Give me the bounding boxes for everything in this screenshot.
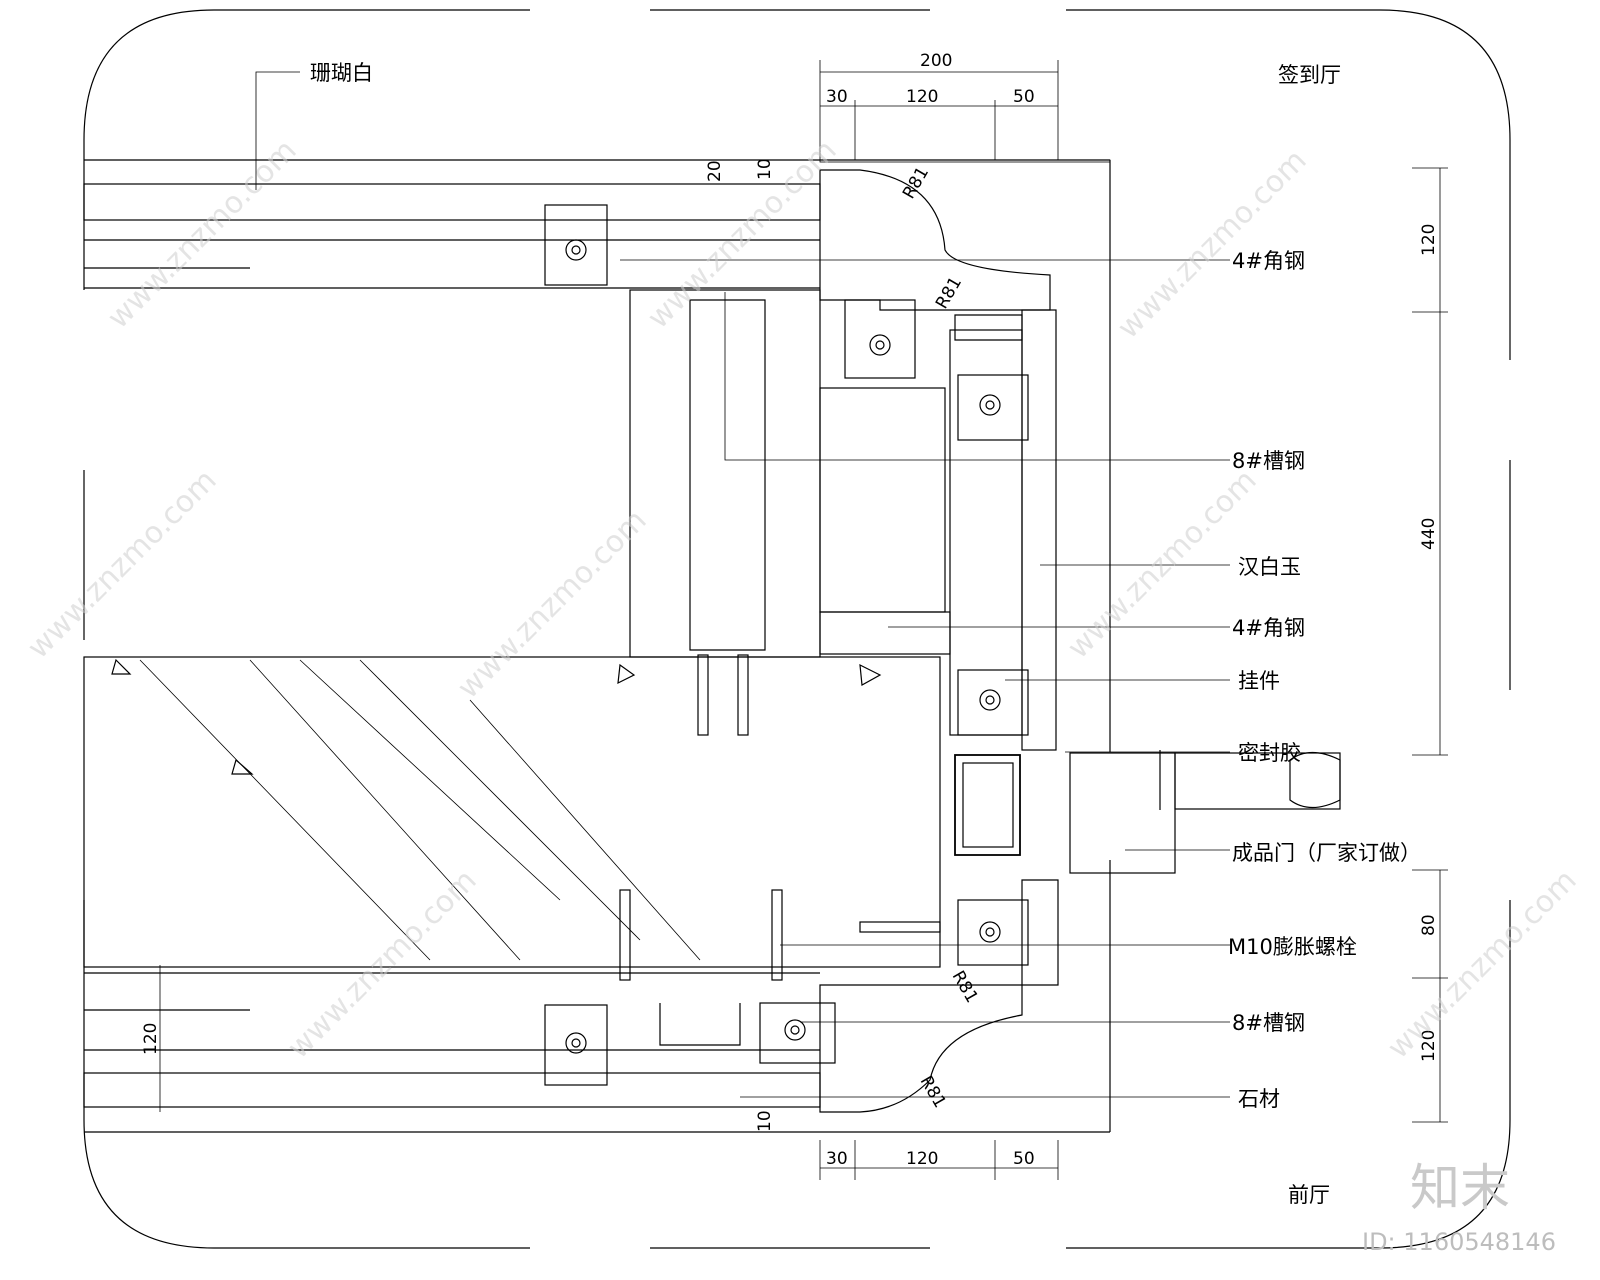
watermark-text-1: www.znzmo.com [101,133,304,336]
dim-top-total: 200 [920,51,952,71]
label-finished-door: 成品门（厂家订做） [1232,841,1421,865]
steel-profiles [949,314,1023,856]
finished-door [1069,750,1341,874]
id-watermark: ID: 1160548146 [1362,1228,1556,1256]
watermark-text-5: www.znzmo.com [451,503,654,706]
dim-small-10-bottom: 10 [755,1110,775,1132]
dim-bottom-30: 30 [826,1149,848,1169]
bracket-right-bottom [957,899,1029,966]
leader-lines [255,71,1230,1098]
dim-small-10-top: 10 [755,158,775,180]
dim-top-120: 120 [906,87,938,107]
label-sealant: 密封胶 [1238,741,1301,765]
dim-right [1412,167,1448,1123]
dim-right-120-top: 120 [1419,224,1439,256]
upper-channel-frame [629,289,951,658]
label-hanger: 挂件 [1238,669,1280,693]
label-expansion-bolt: M10膨胀螺栓 [1228,935,1357,959]
watermark-text-3: www.znzmo.com [1111,143,1314,346]
top-wall [83,159,821,289]
dim-top [819,60,1059,160]
anchor-bolts [619,654,941,981]
dim-bottom-120: 120 [906,1149,938,1169]
watermark-text-7: www.znzmo.com [281,863,484,1066]
label-han-white-jade: 汉白玉 [1238,555,1301,579]
bracket-top-left [544,204,608,286]
bracket-top-mid [844,299,916,379]
dim-top-30: 30 [826,87,848,107]
label-stone: 石材 [1238,1087,1280,1111]
dim-small-20: 20 [705,160,725,182]
label-front-hall: 前厅 [1288,1183,1330,1207]
bracket-right-upper [957,374,1029,441]
watermark-text-2: www.znzmo.com [641,133,844,336]
dim-left-120: 120 [141,1023,161,1055]
label-angle-steel-top: 4#角钢 [1232,249,1305,273]
radius-label-4: R81 [916,1073,950,1112]
bottom-wall [83,972,821,1133]
watermark-text-4: www.znzmo.com [21,463,224,666]
dim-bottom-50: 50 [1013,1149,1035,1169]
watermark-layer: www.znzmo.com www.znzmo.com www.znzmo.co… [21,133,1584,1066]
dim-right-80: 80 [1419,914,1439,936]
label-channel-steel-bottom: 8#槽钢 [1232,1011,1305,1035]
concrete-block [83,656,941,968]
label-sign-in-hall: 签到厅 [1278,63,1341,87]
stone-cladding [819,159,1111,1133]
label-coral-white: 珊瑚白 [310,61,373,85]
dim-bottom [819,1140,1059,1180]
radius-label-2: R81 [932,274,966,313]
radius-label-1: R81 [899,164,933,203]
dim-top-50: 50 [1013,87,1035,107]
radius-label-3: R81 [948,968,982,1007]
dim-right-440: 440 [1419,518,1439,550]
watermark-text-8: www.znzmo.com [1381,863,1584,1066]
dim-right-120-bottom: 120 [1419,1030,1439,1062]
bracket-bottom-mid [544,1002,836,1086]
label-angle-steel-mid: 4#角钢 [1232,616,1305,640]
label-channel-steel-top: 8#槽钢 [1232,449,1305,473]
bracket-right-lower [957,669,1029,736]
frame-border [83,9,1511,1249]
brand-watermark: 知末 [1410,1159,1510,1217]
